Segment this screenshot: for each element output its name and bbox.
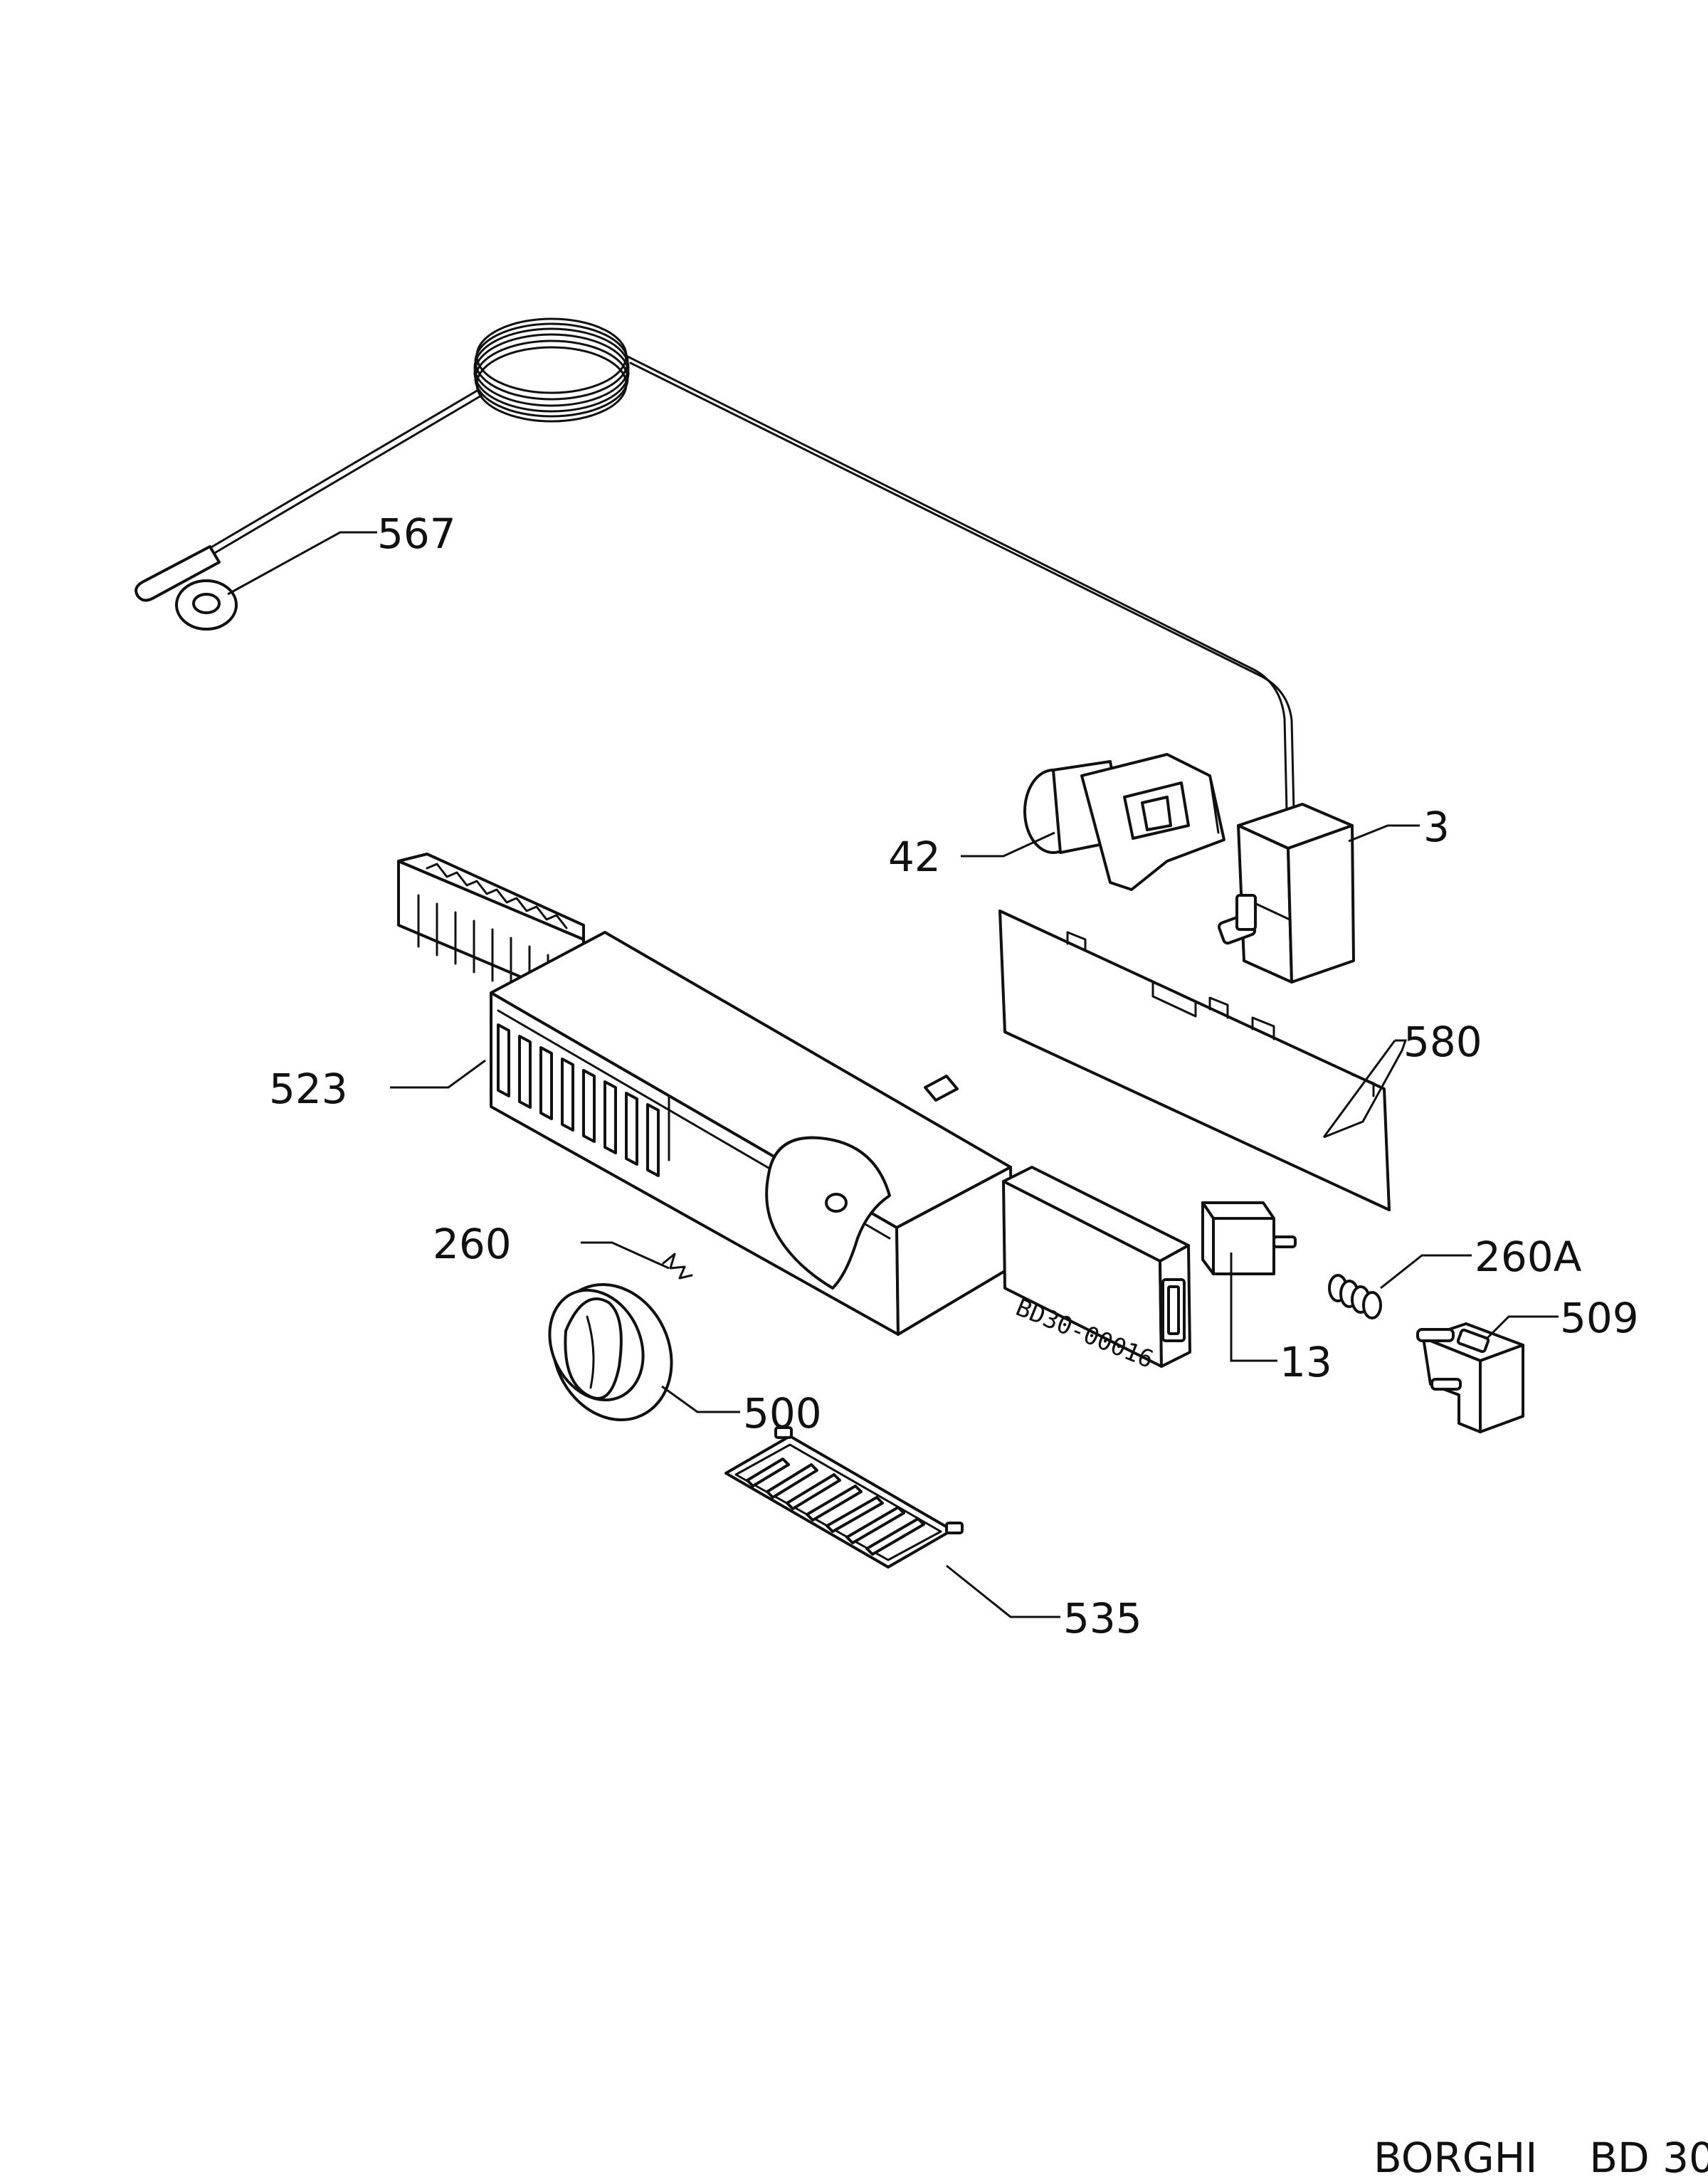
rear-grille-fins bbox=[417, 863, 568, 1008]
grommet bbox=[175, 579, 238, 631]
front-vents bbox=[497, 1023, 660, 1177]
callout-523: 523 bbox=[269, 1065, 348, 1113]
callout-567: 567 bbox=[377, 510, 456, 558]
callout-500: 500 bbox=[743, 1389, 822, 1438]
thermostat-housing-523 bbox=[397, 853, 1013, 1336]
spring-260A bbox=[1328, 1274, 1382, 1319]
capillary-tube-567 bbox=[135, 317, 1295, 813]
callout-260: 260 bbox=[433, 1220, 512, 1268]
footer: BORGHI BD 30 bbox=[1374, 2134, 1708, 2182]
sensing-probe bbox=[135, 545, 221, 602]
leader-lines bbox=[227, 531, 1559, 1618]
switch-13 bbox=[1201, 1201, 1297, 1275]
footer-model: BD 30 bbox=[1589, 2134, 1708, 2182]
thermostat-3 bbox=[1217, 803, 1355, 984]
push-button-509 bbox=[1416, 1322, 1524, 1433]
control-knob-500 bbox=[548, 1282, 673, 1422]
callout-260A: 260A bbox=[1475, 1233, 1582, 1281]
clip-260 bbox=[662, 1253, 693, 1280]
callout-509: 509 bbox=[1560, 1294, 1639, 1342]
grille-535 bbox=[724, 1426, 964, 1569]
cover-strip-580 bbox=[998, 910, 1391, 1211]
lamp-holder-42 bbox=[1023, 753, 1225, 891]
callout-580: 580 bbox=[1403, 1018, 1482, 1066]
capillary-coil bbox=[473, 317, 630, 423]
grille-slots bbox=[746, 1458, 925, 1556]
callout-535: 535 bbox=[1063, 1594, 1142, 1643]
callout-13: 13 bbox=[1280, 1338, 1332, 1386]
callout-3: 3 bbox=[1423, 803, 1450, 851]
lamp-cover bbox=[1002, 1166, 1191, 1368]
callout-42: 42 bbox=[888, 833, 941, 881]
footer-brand: BORGHI bbox=[1374, 2134, 1538, 2182]
